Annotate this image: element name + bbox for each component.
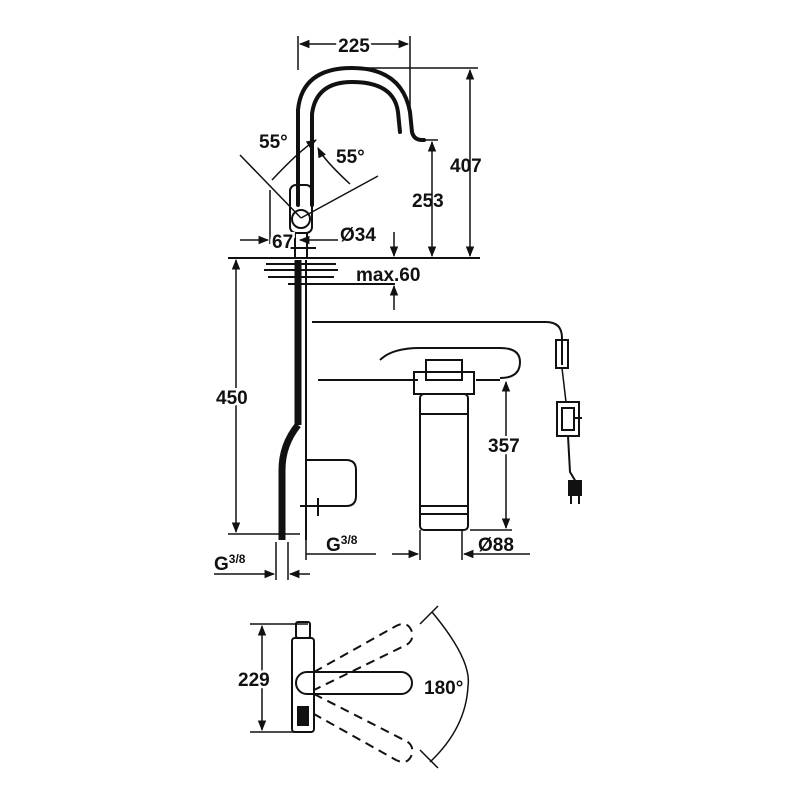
angle-right-label: 55° — [336, 147, 365, 168]
dim-225: 225 — [297, 34, 411, 112]
plan-view — [291, 605, 470, 769]
dim-thread-left: G3/8 — [214, 542, 310, 580]
power-cable — [567, 435, 582, 504]
thread-left-base: G — [214, 554, 229, 575]
filter-height-label: 357 — [488, 436, 520, 457]
supply-hoses — [278, 260, 357, 540]
filter-cartridge — [413, 359, 500, 531]
dim-88: Ø88 — [392, 530, 530, 560]
dim-34: Ø34 — [340, 225, 399, 258]
dim-407: 407 — [352, 67, 482, 258]
total-height-label: 407 — [450, 156, 482, 177]
svg-text:G3/8: G3/8 — [214, 552, 246, 575]
body-offset-label: 67 — [272, 232, 293, 253]
connection-lines — [312, 321, 569, 403]
thread-right-fraction: 3/8 — [341, 533, 358, 547]
dim-thread-right: G3/8 — [305, 533, 376, 560]
dim-450: 450 — [214, 258, 300, 535]
plan-depth-label: 229 — [238, 670, 270, 691]
angle-left-label: 55° — [259, 132, 288, 153]
dim-max60: max.60 — [356, 265, 420, 310]
svg-text:G3/8: G3/8 — [326, 533, 358, 556]
swivel-angle-label: 180° — [424, 678, 463, 699]
spout-height-label: 253 — [412, 191, 444, 212]
spout-reach-label: 225 — [338, 36, 370, 57]
thread-right-base: G — [326, 535, 341, 556]
faucet-spout — [296, 65, 426, 207]
dim-229: 229 — [236, 623, 308, 733]
electronic-module — [556, 401, 582, 437]
deck-thickness-label: max.60 — [356, 265, 420, 286]
dim-253: 253 — [412, 139, 444, 258]
hose-length-label: 450 — [216, 388, 248, 409]
filter-diameter-label: Ø88 — [478, 535, 514, 556]
body-diameter-label: Ø34 — [340, 225, 376, 246]
dim-67: 67 — [240, 190, 338, 256]
faucet-body — [288, 184, 316, 258]
dim-angles: 55° 55° — [239, 132, 379, 219]
dim-357: 357 — [470, 380, 522, 531]
deck-mount — [228, 257, 480, 285]
thread-left-fraction: 3/8 — [229, 552, 246, 566]
